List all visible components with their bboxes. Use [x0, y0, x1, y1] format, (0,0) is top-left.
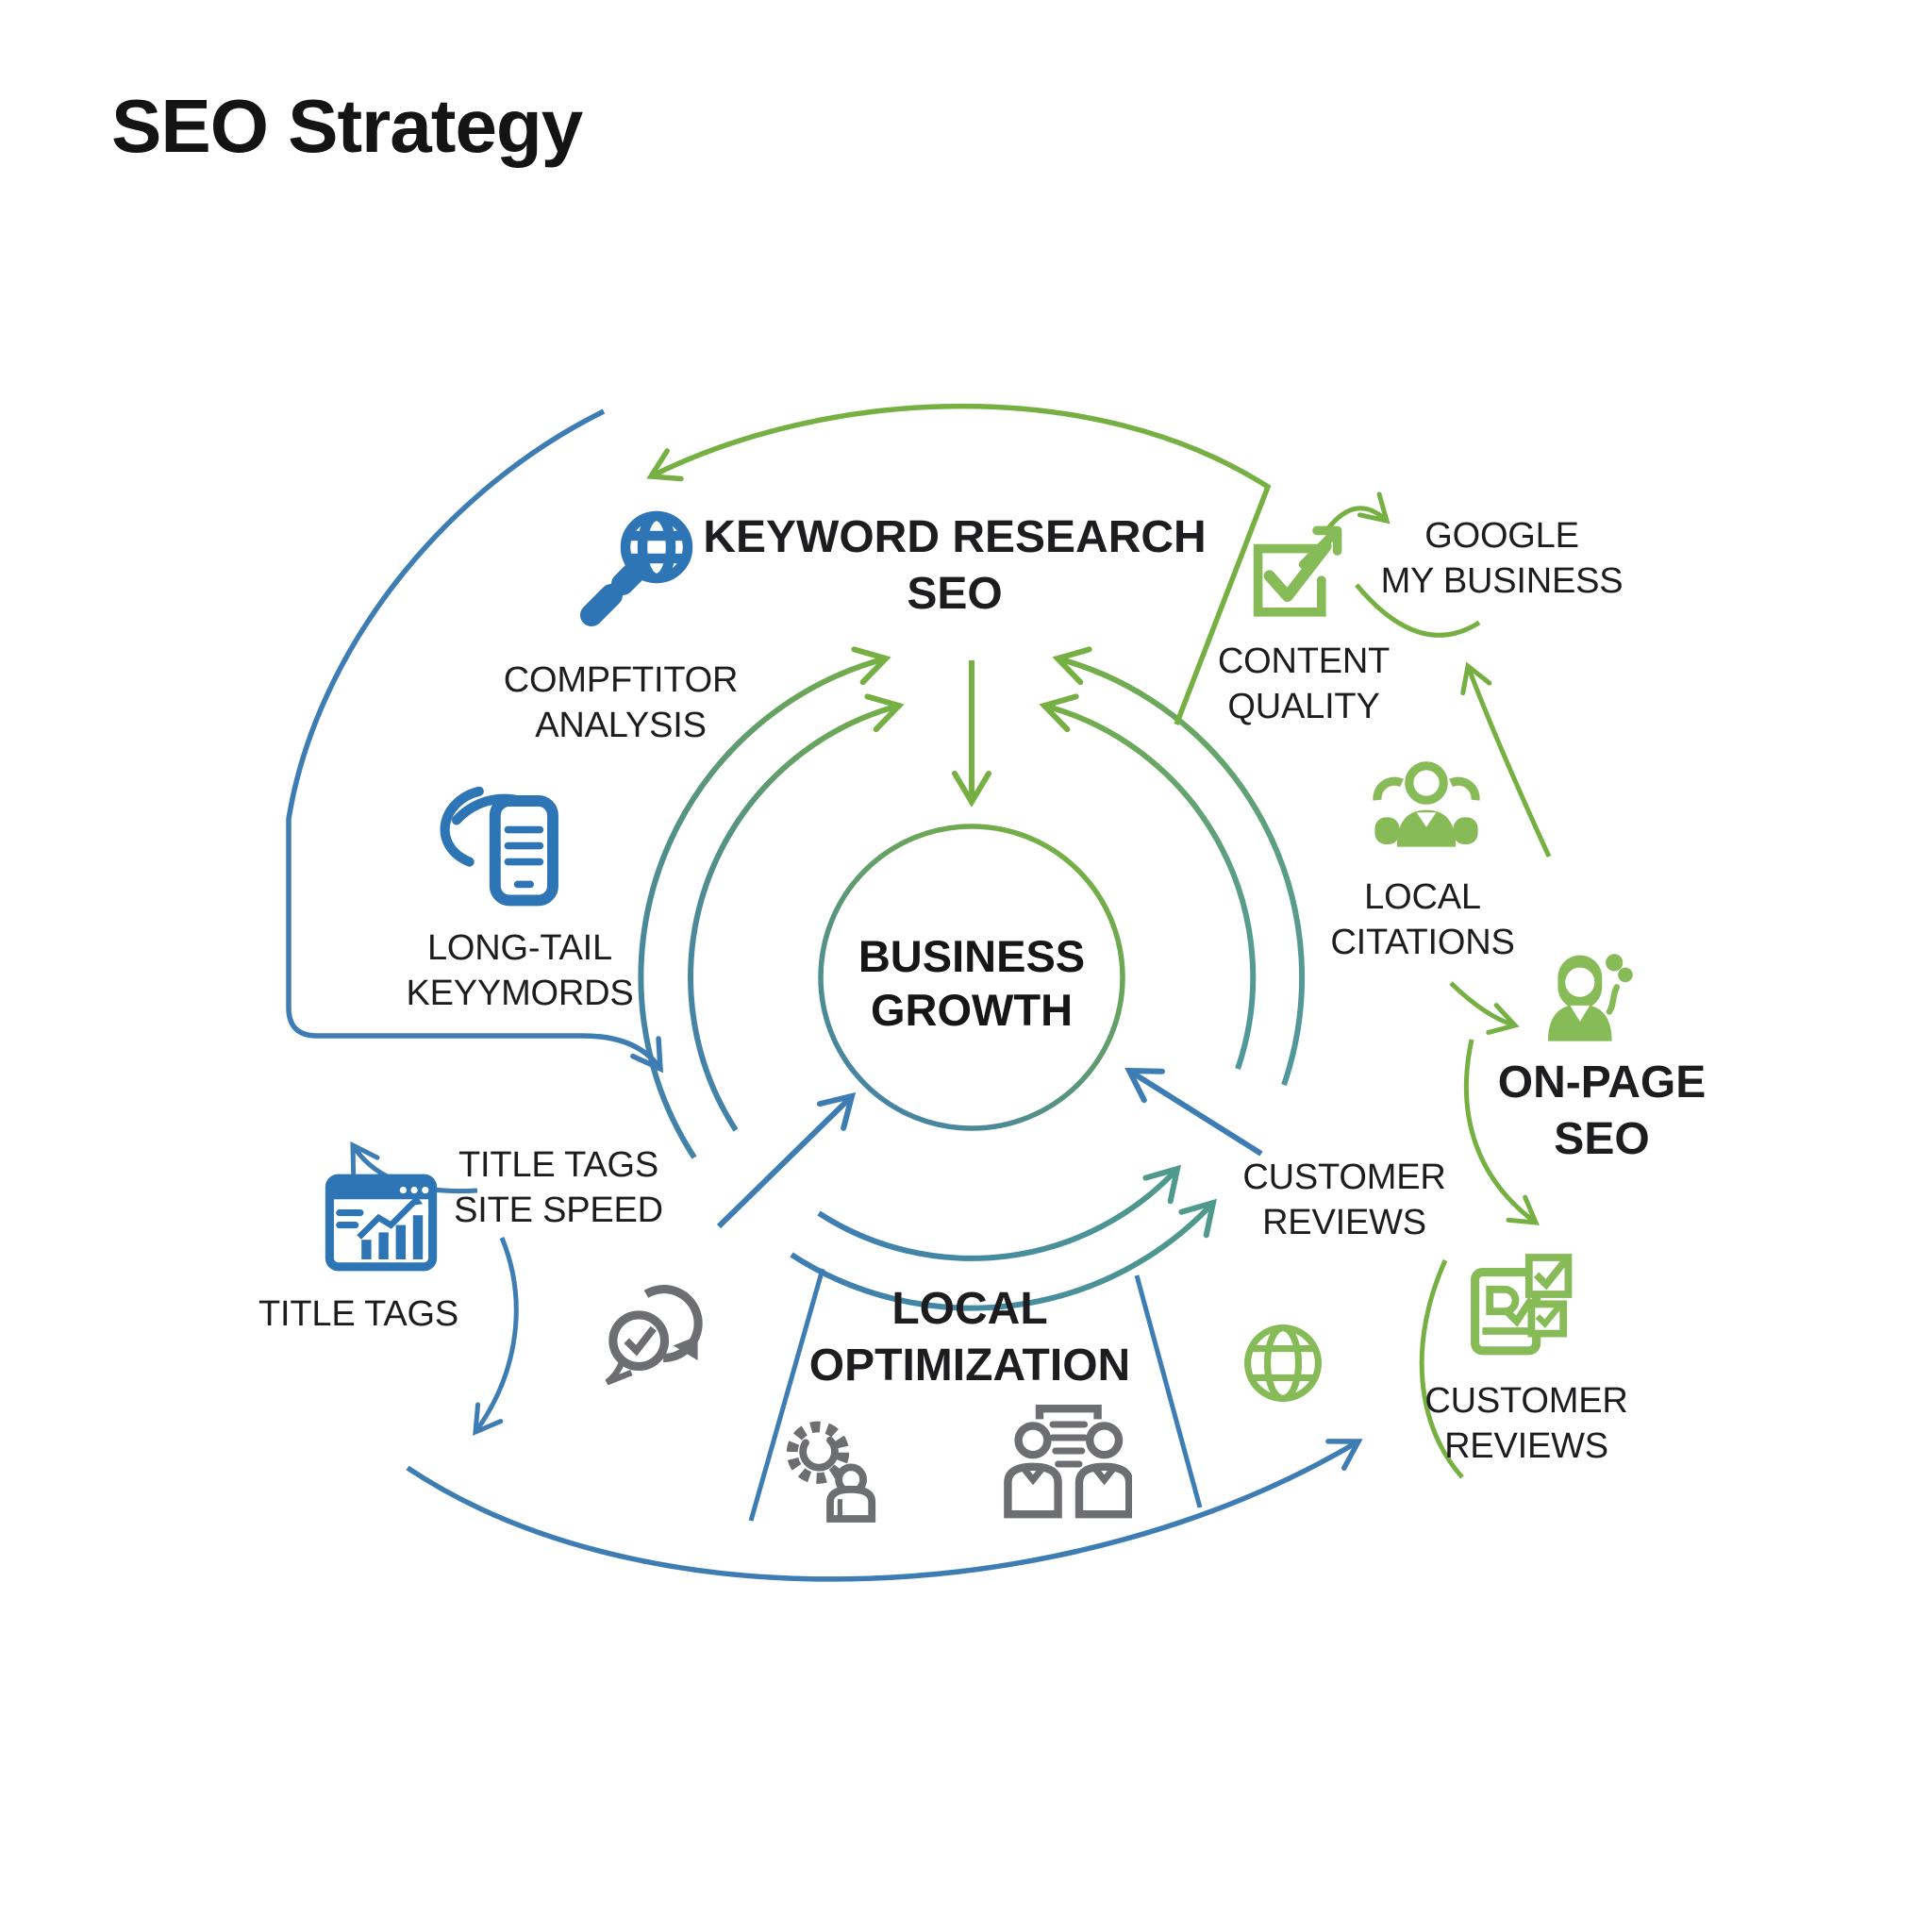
label-customer-reviews-right: CUSTOMER REVIEWS	[1242, 1158, 1446, 1242]
review-bubbles-icon	[597, 1274, 720, 1397]
meeting-people-icon	[1000, 1398, 1132, 1530]
label-content-quality: CONTENT QUALITY	[1217, 641, 1391, 726]
globe-icon	[1231, 1311, 1335, 1415]
swirl-mobile-icon	[425, 769, 585, 929]
gear-person-icon	[769, 1408, 891, 1531]
people-group-icon	[1365, 746, 1488, 869]
label-title-tags-site-speed: TITLE TAGS SITE SPEED	[454, 1145, 663, 1230]
arc-top-green	[646, 403, 1272, 725]
browser-analytics-icon	[320, 1161, 442, 1284]
business-growth-circle	[818, 824, 1125, 1131]
onpage-person-icon	[1524, 941, 1646, 1063]
label-google-my-business: GOOGLE MY BUSINESS	[1380, 516, 1624, 601]
section-local-optimization: LOCAL OPTIMIZATION	[808, 1284, 1131, 1391]
label-title-tags: TITLE TAGS	[258, 1294, 458, 1334]
label-long-tail-keywords: LONG-TAIL KEYYMORDS	[406, 928, 634, 1013]
label-customer-reviews-bottom: CUSTOMER REVIEWS	[1424, 1381, 1628, 1466]
label-local-citations: LOCAL CITATIONS	[1330, 877, 1515, 962]
label-competitor-analysis: COMPFTITOR ANALYSIS	[503, 660, 739, 745]
arc-bottom-blue	[406, 1439, 1363, 1582]
tablet-review-icon	[1460, 1245, 1583, 1368]
business-growth-label: BUSINESS GROWTH	[858, 931, 1086, 1036]
arrow-into-center-bottom-right	[1124, 1067, 1263, 1157]
magnifier-globe-icon	[563, 505, 705, 646]
arrow-into-center-bottom-left	[716, 1091, 857, 1229]
section-on-page-seo: ON-PAGE SEO	[1497, 1058, 1707, 1165]
checkbox-growth-icon	[1238, 517, 1351, 630]
page-title: SEO Strategy	[111, 84, 583, 168]
arc-left-blue	[286, 408, 664, 1074]
section-keyword-research: KEYWORD RESEARCH SEO	[703, 512, 1207, 620]
